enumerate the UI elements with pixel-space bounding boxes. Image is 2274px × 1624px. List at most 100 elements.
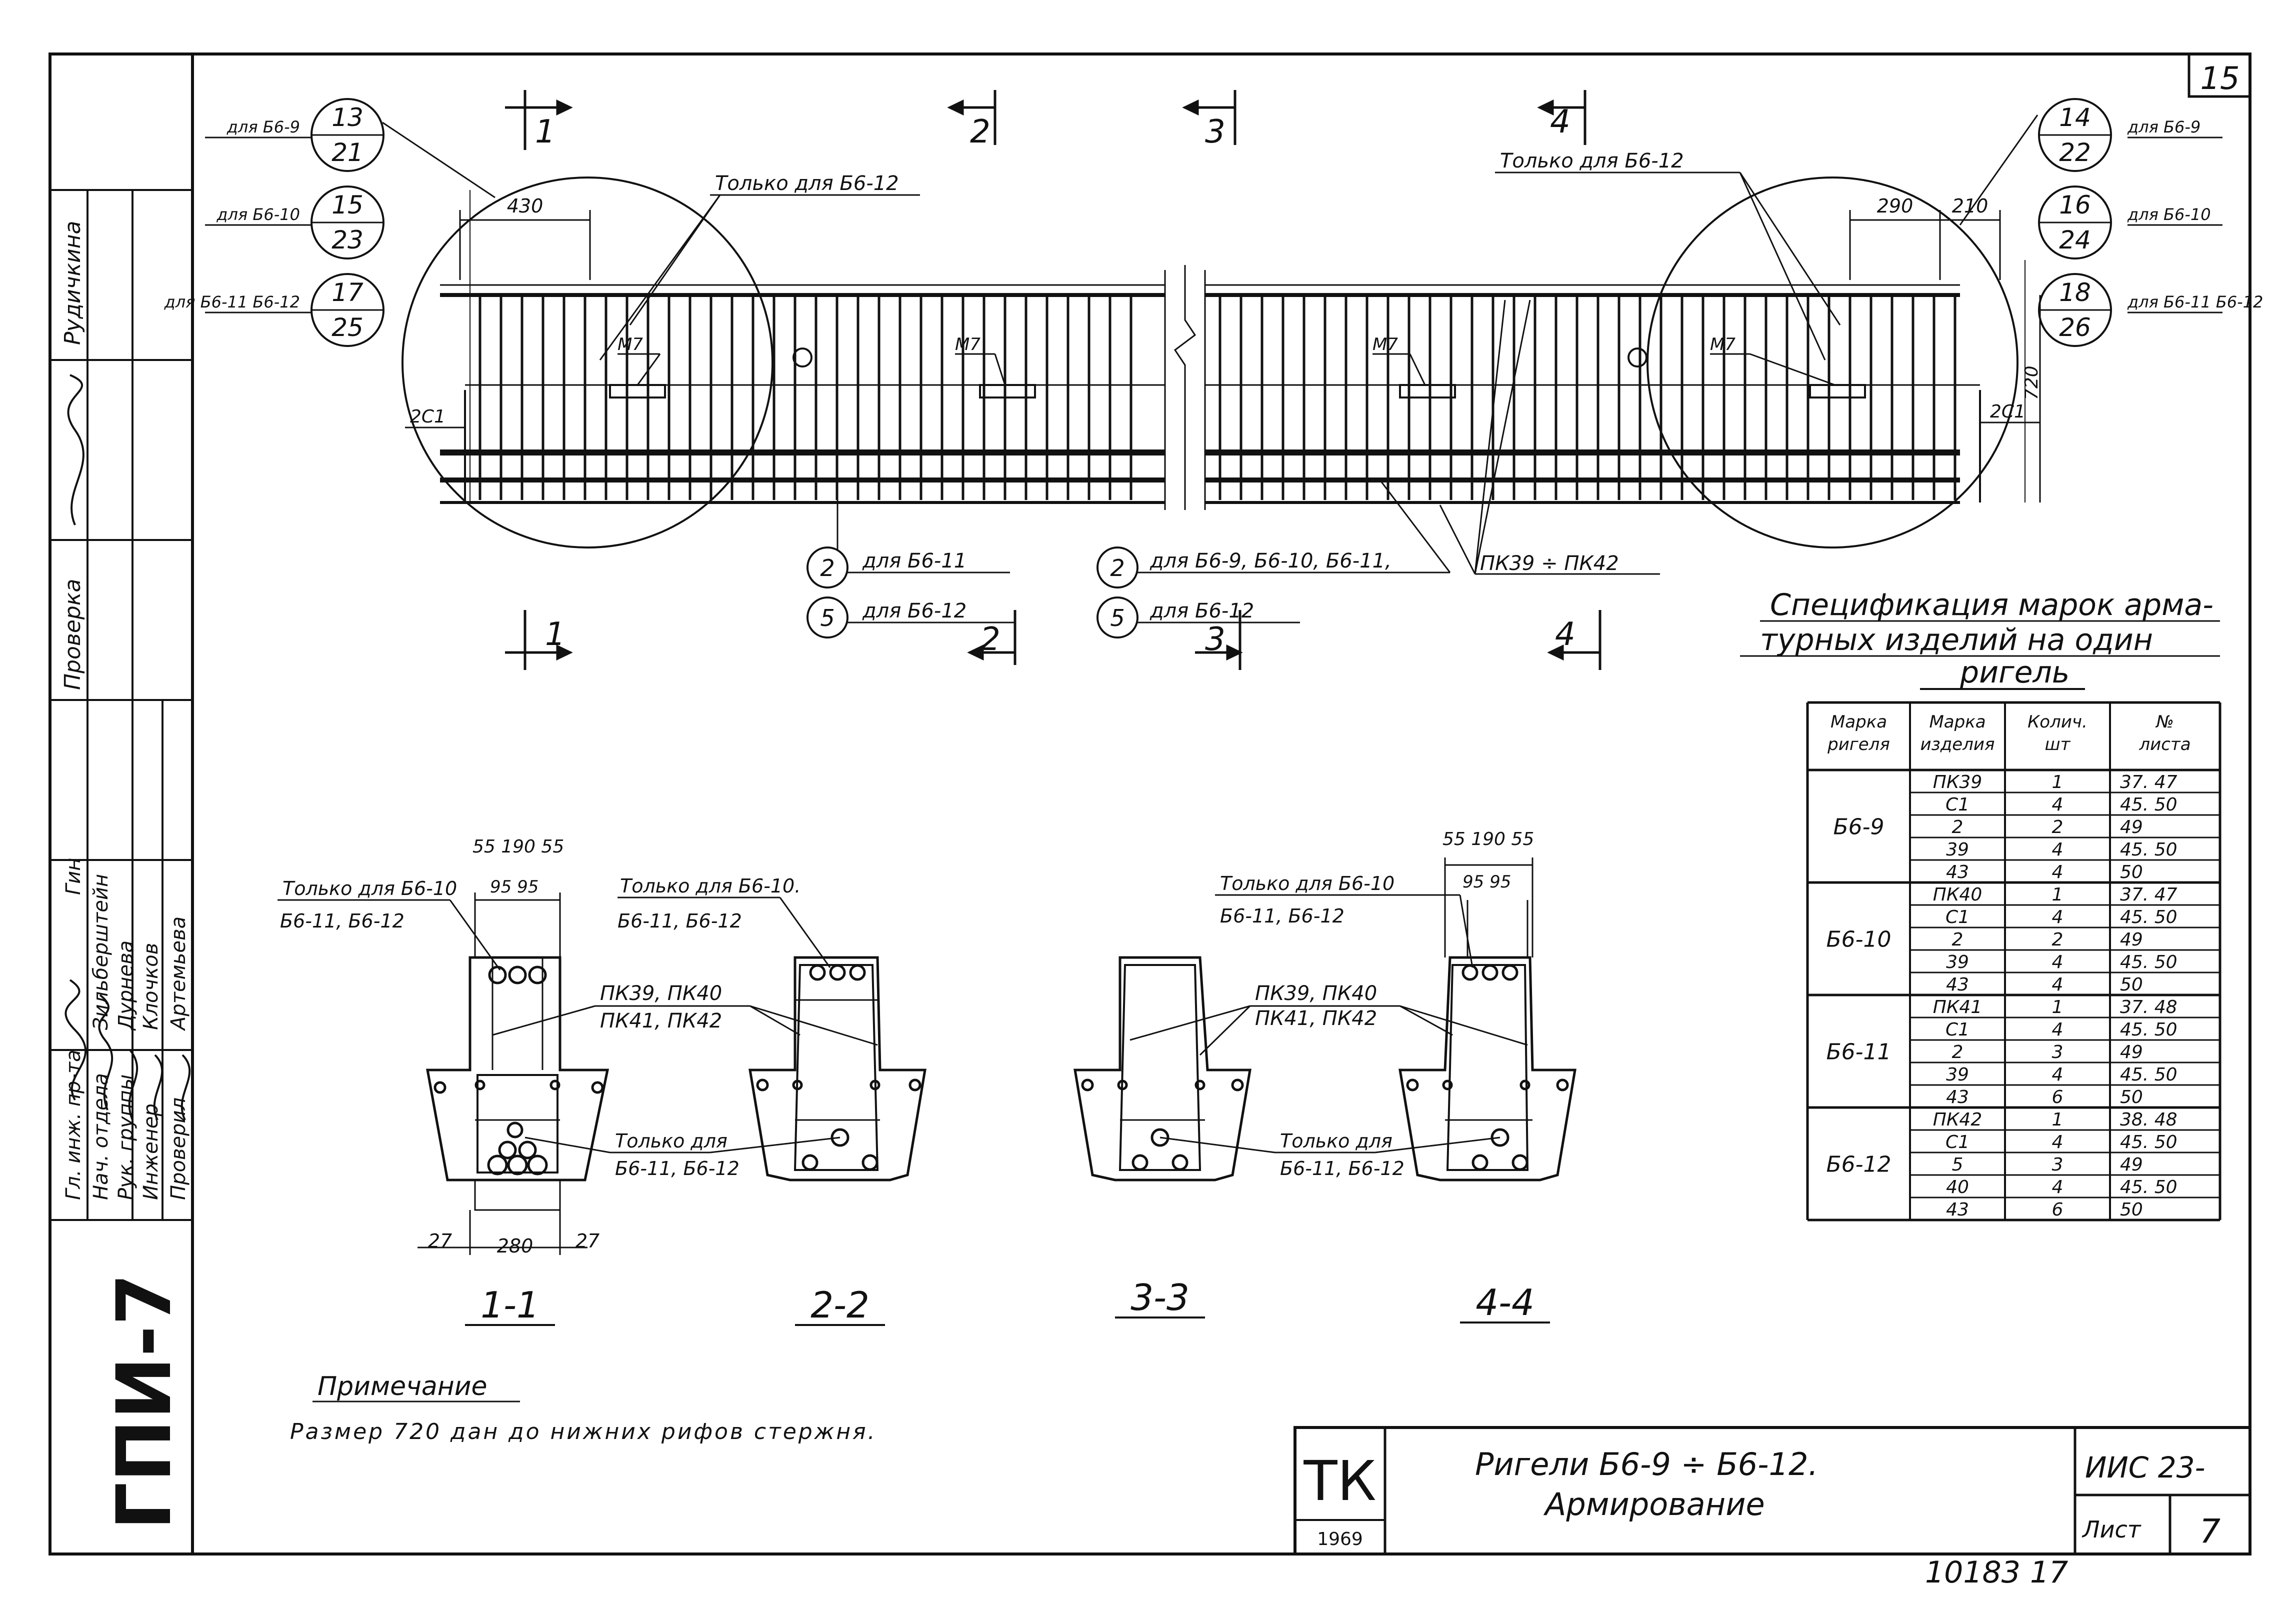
bottom-number: 10183 17 [1925, 1555, 2068, 1590]
note-title: Примечание [318, 1372, 488, 1402]
spec-cell: 4 [2052, 840, 2064, 860]
callout-top: 18 [2059, 278, 2091, 307]
spec-cell: 45. 50 [2120, 1132, 2178, 1152]
sec4-dims-top: 55 190 55 [1442, 829, 1534, 850]
spec-title-line3: ригель [1960, 655, 2070, 690]
spec-beam-mark: Б6-11 [1826, 1040, 1891, 1065]
break-line [1174, 265, 1196, 510]
callout-label: для Б6-10 [2127, 205, 2211, 224]
sec-only-for-c: Только для [1280, 1130, 1392, 1152]
callout-top: 13 [332, 103, 364, 132]
beam-left-half [440, 190, 1166, 510]
spec-cell: ПК39 [1933, 772, 1982, 792]
sec1-dims-9595: 95 95 [490, 877, 538, 897]
sec-only-for-d: Б6-11, Б6-12 [1280, 1158, 1404, 1180]
sheet-border [48, 52, 2252, 1556]
section-label-4-4: 4-4 [1476, 1282, 1534, 1324]
sec-pk-list-1a: ПК39, ПК40 [600, 982, 722, 1005]
bottom-callouts: 2 для Б6-11 5 для Б6-12 2 для Б6-9, Б6-1… [806, 300, 1660, 638]
spec-cell: 4 [2052, 974, 2064, 995]
section-2-2 [748, 956, 926, 1182]
sec1-dim-280: 280 [497, 1235, 534, 1257]
spec-cell: 4 [2052, 794, 2064, 815]
spec-cell: 2 [2052, 817, 2064, 838]
section-3-3-bars [1081, 1078, 1244, 1171]
sec-note-only-b610-b: Б6-11, Б6-12 [280, 910, 404, 932]
spec-cell: 4 [2052, 1132, 2064, 1152]
spec-cell: С1 [1946, 1132, 1970, 1152]
spec-cell: 4 [2052, 907, 2064, 928]
spec-cell: 3 [2052, 1042, 2064, 1062]
spec-title-line2: турных изделий на один [1760, 622, 2153, 658]
page-number-box: 15 [2188, 52, 2252, 98]
section-dim-lines [418, 858, 1534, 1255]
spec-cell: 1 [2052, 1110, 2064, 1130]
spec-header: ригеля [1827, 734, 1890, 754]
spec-cell: 6 [2052, 1200, 2064, 1220]
title-year: 1969 [1317, 1529, 1363, 1550]
section-label-2-2: 2-2 [810, 1284, 870, 1326]
spec-cell: 5 [1952, 1154, 1964, 1175]
spec-cell: 4 [2052, 1064, 2064, 1085]
spec-cell: ПК41 [1933, 997, 1982, 1018]
stirrups-left [478, 295, 1132, 500]
spec-cell: 37. 47 [2120, 884, 2178, 905]
section-mark-4-top: 4 [1550, 104, 1570, 140]
opening-right [1628, 348, 1648, 368]
only-b612-right: Только для Б6-12 [1500, 150, 1684, 172]
spec-cell: 6 [2052, 1087, 2064, 1108]
callout-label: для Б6-11 Б6-12 [2127, 292, 2263, 312]
sec-only-for-b: Б6-11, Б6-12 [615, 1158, 740, 1180]
sec-note-only-b610-a: Только для Б6-10 [282, 878, 457, 900]
role-group-lead: Рук. группы [114, 1074, 138, 1200]
sec-pk-list-1b: ПК39, ПК40 [1255, 982, 1377, 1005]
spec-cell: 43 [1946, 862, 1969, 882]
title-block [1294, 1426, 2252, 1556]
sec1-dim-27-right: 27 [576, 1230, 600, 1252]
title-series: ИИС 23- [2085, 1450, 2205, 1484]
role-checker: Проверил [167, 1098, 190, 1200]
callout-5-left: 5 [820, 604, 834, 632]
spec-cell: 3 [2052, 1154, 2064, 1175]
spec-cell: 45. 50 [2120, 840, 2178, 860]
dim-720: 720 [2022, 366, 2042, 400]
beam-right-half [1204, 260, 2026, 510]
side-label-name: Рудичкина [60, 221, 86, 346]
spec-cell: 45. 50 [2120, 952, 2178, 972]
name-4: Клочков [140, 943, 162, 1030]
callout-top: 15 [332, 190, 364, 220]
role-chief-engineer: Гл. инж. пр-та [62, 1050, 85, 1200]
note-text: Размер 720 дан до нижних рифов стержня. [290, 1419, 877, 1444]
dim-210: 210 [1952, 195, 1988, 217]
section-mark-1-top: 1 [535, 114, 556, 150]
spec-cell: 50 [2120, 974, 2143, 995]
callout-top: 17 [332, 278, 364, 307]
callout-top: 14 [2059, 103, 2091, 132]
only-b612-left: Только для Б6-12 [715, 172, 899, 195]
sec1-dims-top: 55 190 55 [472, 836, 564, 857]
sec1-dim-27-left: 27 [428, 1230, 452, 1252]
spec-cell: 45. 50 [2120, 1064, 2178, 1085]
spec-cell: 2 [1952, 817, 1964, 838]
title-sheet-no: 7 [2200, 1512, 2220, 1550]
section-mark-2-bottom: 2 [980, 621, 1000, 658]
side-stamp: ГПИ-7 [101, 1274, 188, 1530]
spec-cell: 45. 50 [2120, 1020, 2178, 1040]
elevation-dimensions [459, 210, 2041, 502]
m7-leaders [618, 353, 1836, 386]
spec-cell: 37. 48 [2120, 997, 2178, 1018]
signature-scribbles [64, 374, 191, 1120]
callout-bottom: 23 [332, 226, 364, 254]
dim-290: 290 [1877, 195, 1914, 217]
section-1-1-bars [434, 966, 604, 1176]
spec-cell: 4 [2052, 1177, 2064, 1198]
spec-cell: 4 [2052, 862, 2064, 882]
spec-cell: 4 [2052, 952, 2064, 972]
spec-header: Марка [1830, 712, 1887, 732]
note: Примечание Размер 720 дан до нижних рифо… [290, 1372, 877, 1444]
section-label-1-1: 1-1 [480, 1284, 540, 1326]
spec-cell: 45. 50 [2120, 907, 2178, 928]
callout-5-mid: 5 [1110, 604, 1124, 632]
spec-cell: 1 [2052, 884, 2064, 905]
section-2-2-bars [756, 964, 922, 1171]
